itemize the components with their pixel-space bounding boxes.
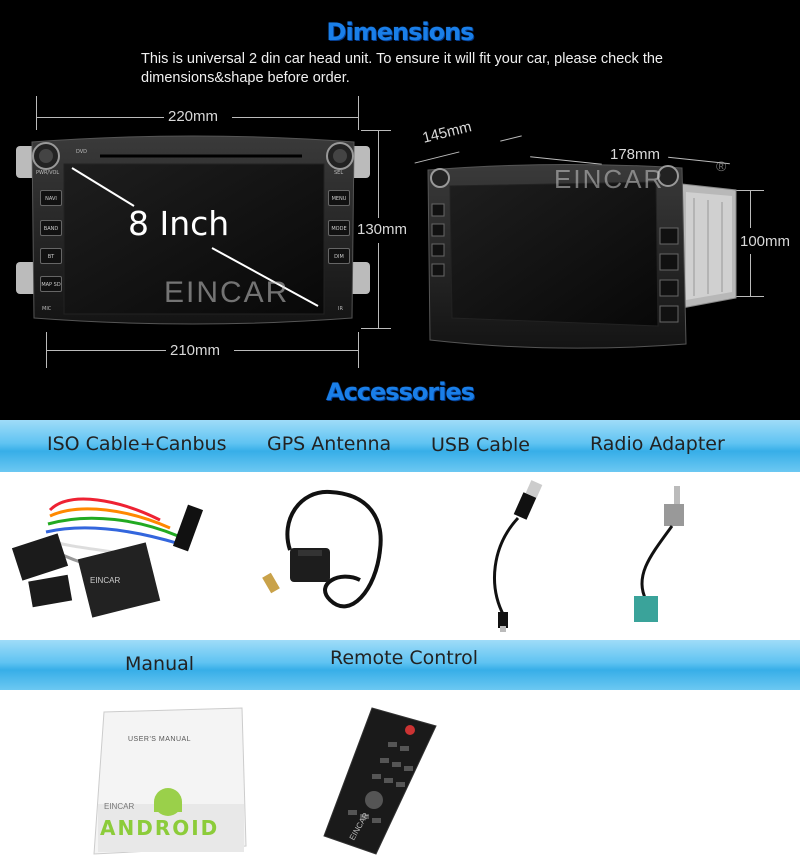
dim-line — [232, 117, 358, 118]
dim-tick — [361, 328, 391, 329]
label-manual: Manual — [125, 653, 195, 675]
description-line-1: This is universal 2 din car head unit. T… — [141, 51, 663, 67]
dim-line — [378, 243, 379, 328]
radio-adapter-image — [620, 486, 700, 636]
gps-antenna-image — [260, 480, 390, 630]
front-button-menu: MENU — [328, 190, 350, 206]
dim-line — [750, 254, 751, 296]
sel-label: SEL — [334, 170, 344, 176]
dim-line — [500, 135, 522, 142]
front-button-band: BAND — [40, 220, 62, 236]
dim-line — [234, 350, 358, 351]
dimensions-heading: Dimensions — [326, 18, 475, 46]
label-iso-cable: ISO Cable+Canbus — [47, 433, 227, 455]
dim-line — [378, 130, 379, 218]
label-remote-control: Remote Control — [330, 647, 479, 669]
accessories-band-2: Manual Remote Control — [0, 640, 800, 690]
front-height-label: 130mm — [357, 221, 408, 238]
dimensions-description: This is universal 2 din car head unit. T… — [141, 50, 701, 88]
iso-cable-image: EINCAR — [10, 480, 210, 630]
front-button-bt: BT — [40, 248, 62, 264]
remote-control-image: EINCAR — [318, 704, 448, 856]
front-width-top-label: 220mm — [168, 108, 219, 125]
dimensions-section: Dimensions This is universal 2 din car h… — [0, 0, 800, 420]
side-width-label: 178mm — [610, 146, 661, 163]
label-gps-antenna: GPS Antenna — [267, 433, 392, 455]
mic-label: MIC — [42, 306, 52, 312]
screen-size-label: 8 Inch — [128, 204, 230, 243]
side-registered-mark: ® — [716, 158, 727, 174]
front-width-bottom-label: 210mm — [170, 342, 221, 359]
manual-title: USER'S MANUAL — [128, 736, 192, 743]
label-radio-adapter: Radio Adapter — [590, 433, 725, 455]
pwr-vol-label: PWR/VOL — [36, 170, 60, 176]
label-usb-cable: USB Cable — [431, 434, 530, 456]
head-unit-front-frame — [16, 135, 370, 325]
manual-image: USER'S MANUAL EINCAR ANDROID — [92, 706, 248, 856]
accessories-band-1: ISO Cable+Canbus GPS Antenna USB Cable R… — [0, 420, 800, 472]
dim-line — [750, 190, 751, 228]
dvd-label: DVD — [76, 149, 88, 155]
dim-tick — [358, 96, 359, 130]
dim-line — [46, 350, 166, 351]
manual-brand: ANDROID — [100, 816, 220, 840]
front-button-map-sd: MAP SD — [40, 276, 62, 292]
ir-label: IR — [338, 306, 343, 312]
front-button-mode: MODE — [328, 220, 350, 236]
front-watermark: EINCAR — [164, 276, 290, 309]
head-unit-front: NAVI BAND BT MAP SD MENU MODE DIM PWR/VO… — [16, 134, 370, 326]
manual-logo-text: EINCAR — [104, 802, 135, 811]
accessories-heading: Accessories — [326, 378, 475, 406]
side-depth-label: 145mm — [420, 118, 474, 147]
dim-tick — [361, 130, 391, 131]
dim-line — [36, 117, 164, 118]
head-unit-angled-frame — [427, 163, 737, 349]
front-button-dim: DIM — [328, 248, 350, 264]
head-unit-angled: EINCAR ® — [424, 158, 742, 354]
side-height-label: 100mm — [740, 233, 791, 250]
usb-cable-image — [482, 476, 552, 636]
dim-tick — [358, 332, 359, 368]
dim-tick — [36, 96, 37, 130]
side-watermark: EINCAR — [554, 164, 665, 194]
front-button-navi: NAVI — [40, 190, 62, 206]
iso-cable-watermark: EINCAR — [90, 576, 121, 585]
description-line-2: dimensions&shape before order. — [141, 70, 350, 86]
dim-tick — [736, 296, 764, 297]
